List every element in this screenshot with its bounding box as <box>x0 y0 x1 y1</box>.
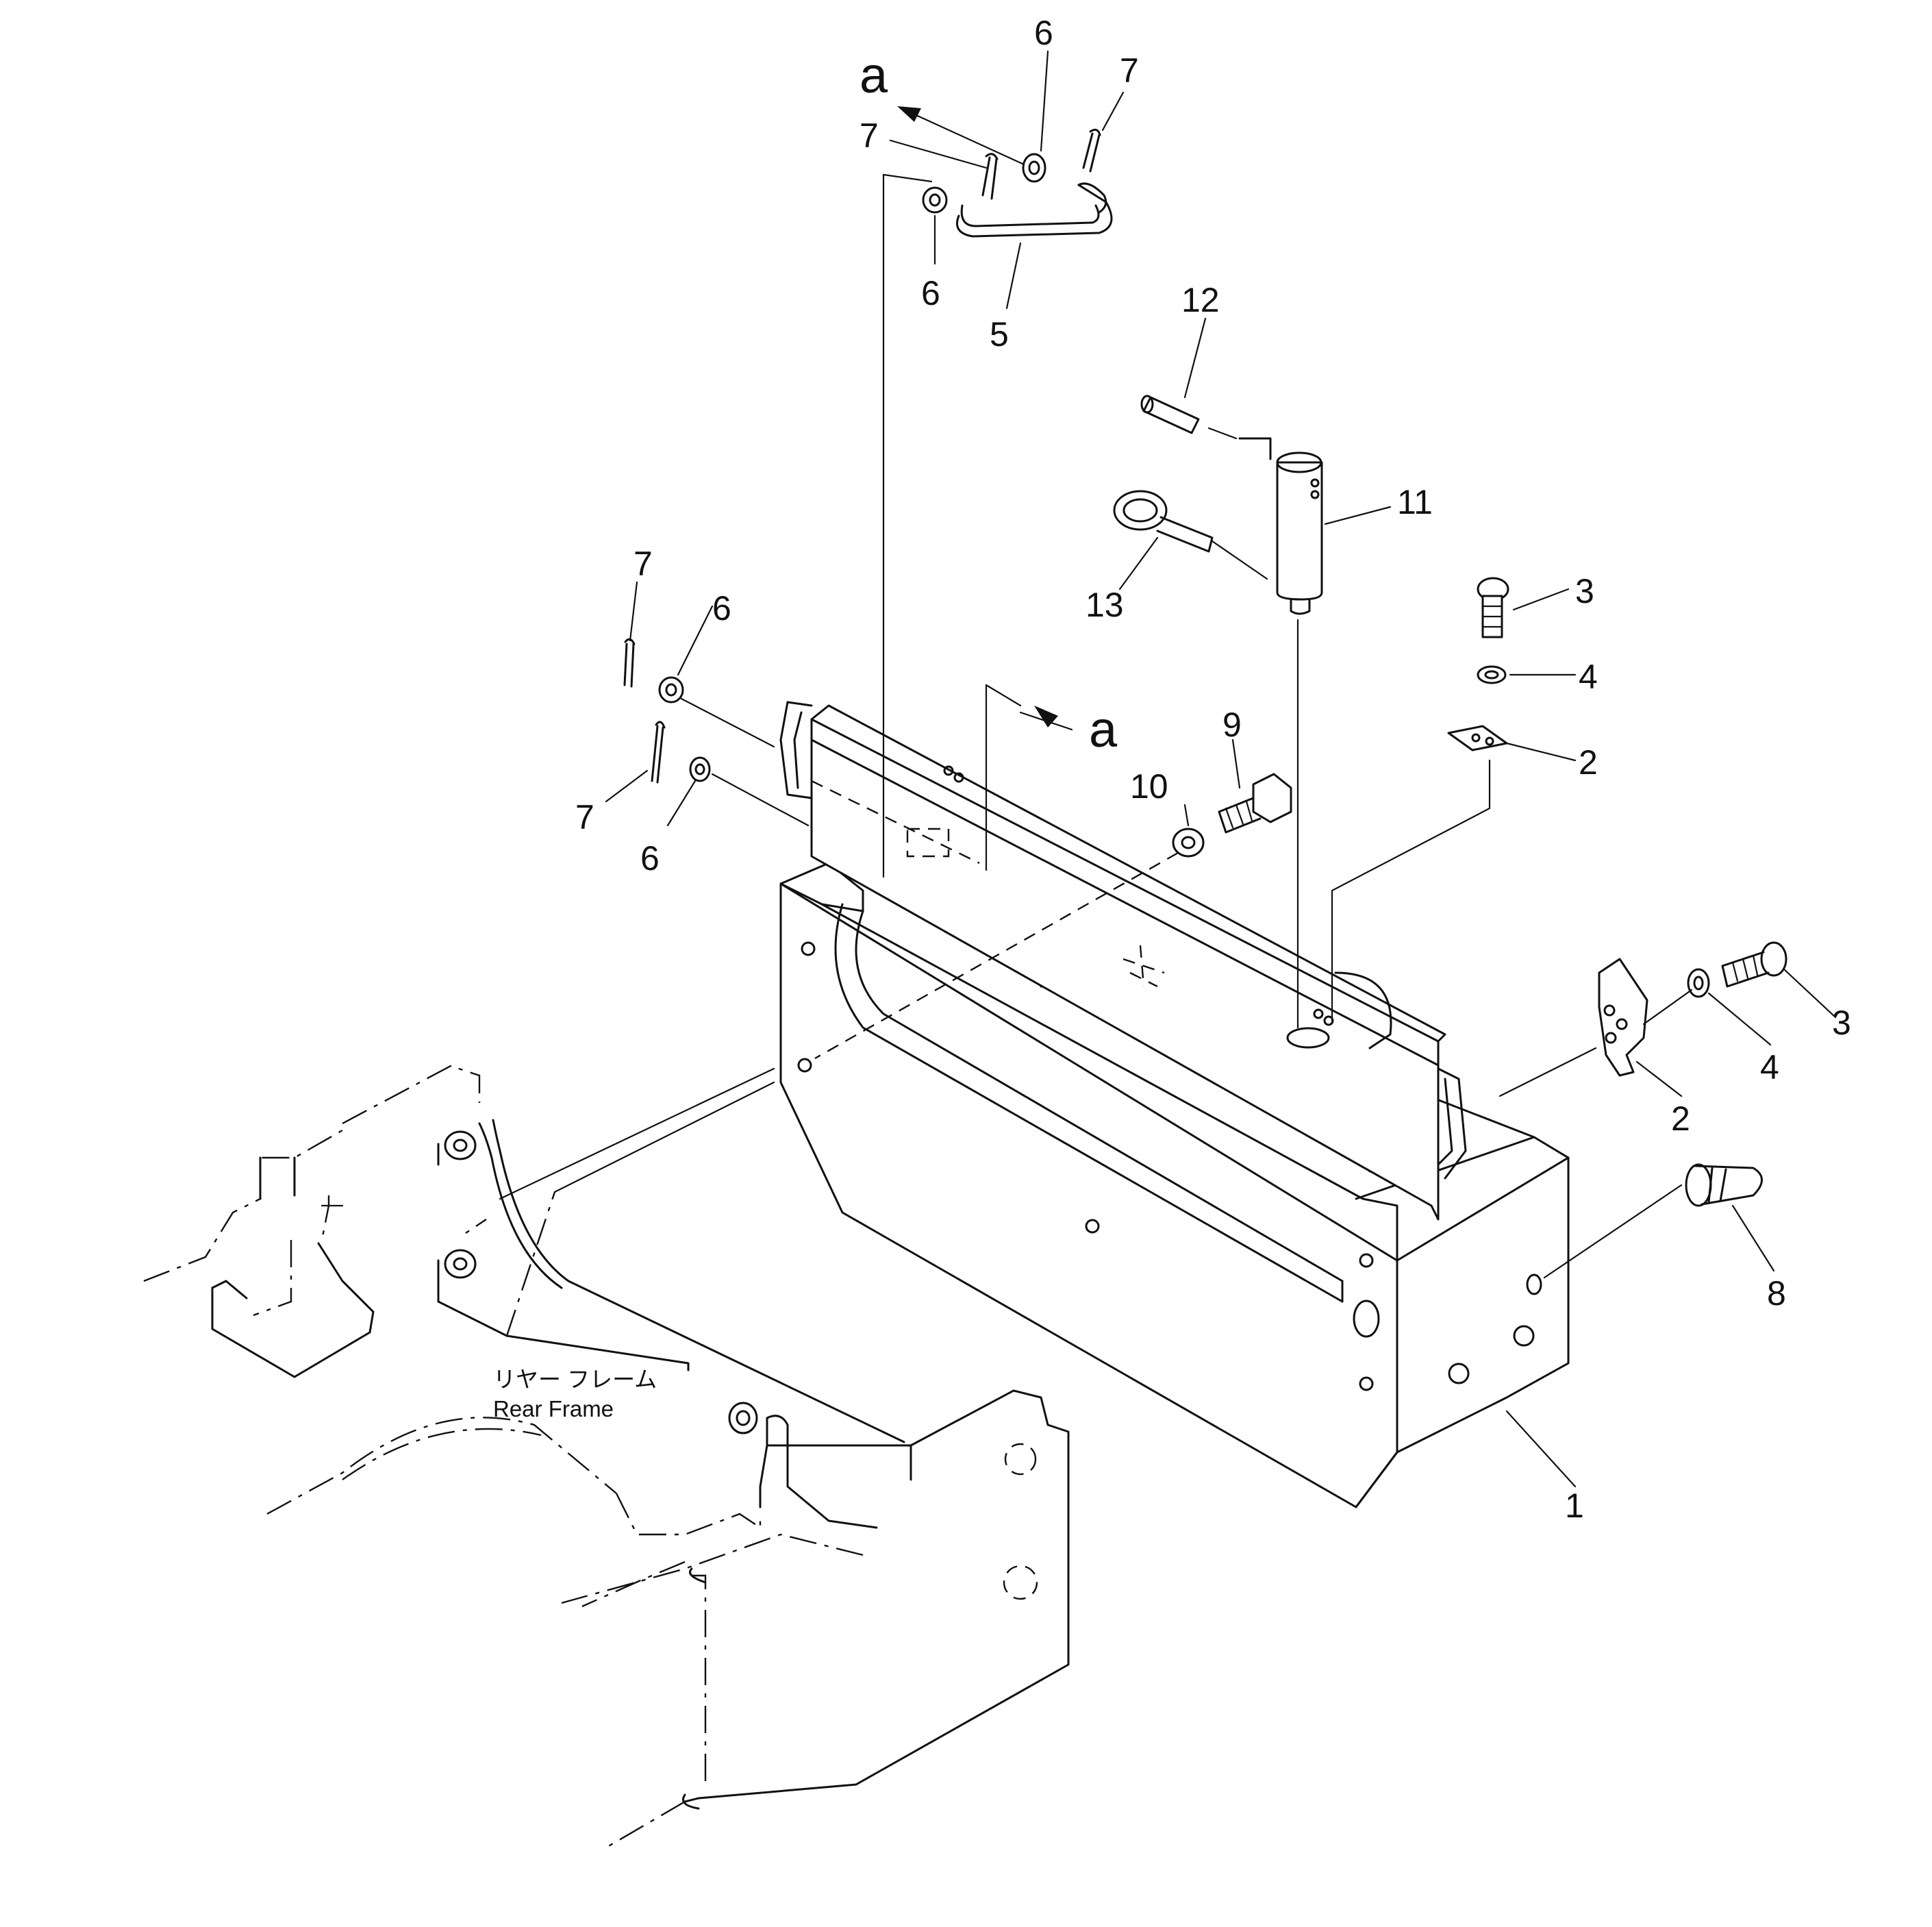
label-a-top: a <box>860 47 888 103</box>
label-8: 8 <box>1767 1274 1786 1313</box>
label-1: 1 <box>1565 1487 1584 1525</box>
part-9-bolt <box>1218 773 1292 834</box>
label-6-left: 6 <box>921 274 940 312</box>
label-2-side: 2 <box>1671 1099 1690 1138</box>
label-7-left-upper: 7 <box>633 545 653 583</box>
label-9: 9 <box>1222 706 1242 744</box>
rear-frame-caption: リヤー フレーム Rear Frame <box>493 1367 657 1421</box>
part-number-labels: a a 6 7 7 6 5 12 11 13 3 4 2 9 10 7 6 7 … <box>575 14 1851 1525</box>
rear-frame-label-jp: リヤー フレーム <box>493 1367 657 1392</box>
part-2-plate-upper <box>1447 725 1508 751</box>
part-5-handle <box>956 182 1113 238</box>
part-10-washer <box>1172 828 1205 858</box>
label-a-middle: a <box>1089 701 1118 758</box>
label-leaders <box>605 50 1837 1488</box>
label-6-left-lower: 6 <box>640 839 660 878</box>
counterweight-body <box>779 862 1570 1508</box>
label-2-upper: 2 <box>1579 743 1598 782</box>
part-11-lock-cylinder <box>1276 451 1323 615</box>
label-3-side: 3 <box>1832 1004 1851 1042</box>
label-11: 11 <box>1397 483 1433 521</box>
part-4-washer-side <box>1687 968 1710 998</box>
assembly-lines <box>465 106 1693 1279</box>
part-12-pin <box>1140 395 1272 460</box>
label-12: 12 <box>1181 281 1220 319</box>
label-3-upper: 3 <box>1575 572 1594 610</box>
part-4-washer-upper <box>1477 665 1507 684</box>
label-4-upper: 4 <box>1579 658 1598 696</box>
label-6-left-upper: 6 <box>712 589 731 627</box>
label-7-left-lower: 7 <box>575 798 594 836</box>
label-4-side: 4 <box>1760 1048 1779 1086</box>
part-3-bolt-side <box>1721 941 1787 988</box>
label-7-top-left: 7 <box>860 116 879 155</box>
label-6-top: 6 <box>1034 14 1053 52</box>
label-13: 13 <box>1086 586 1124 624</box>
part-2-plate-side <box>1598 958 1648 1077</box>
label-5: 5 <box>990 315 1009 353</box>
counterweight-cover <box>779 701 1467 1221</box>
cotter-pins-7 <box>623 128 1101 784</box>
label-7-top-right: 7 <box>1120 51 1139 90</box>
part-8-cap <box>1685 1163 1763 1207</box>
part-3-bolt-upper <box>1477 577 1509 638</box>
label-10: 10 <box>1130 767 1168 806</box>
washers-6 <box>658 153 1046 782</box>
part-13-key <box>1113 490 1214 553</box>
rear-frame-outline <box>143 1064 1070 1851</box>
rear-frame-label-en: Rear Frame <box>493 1396 614 1421</box>
